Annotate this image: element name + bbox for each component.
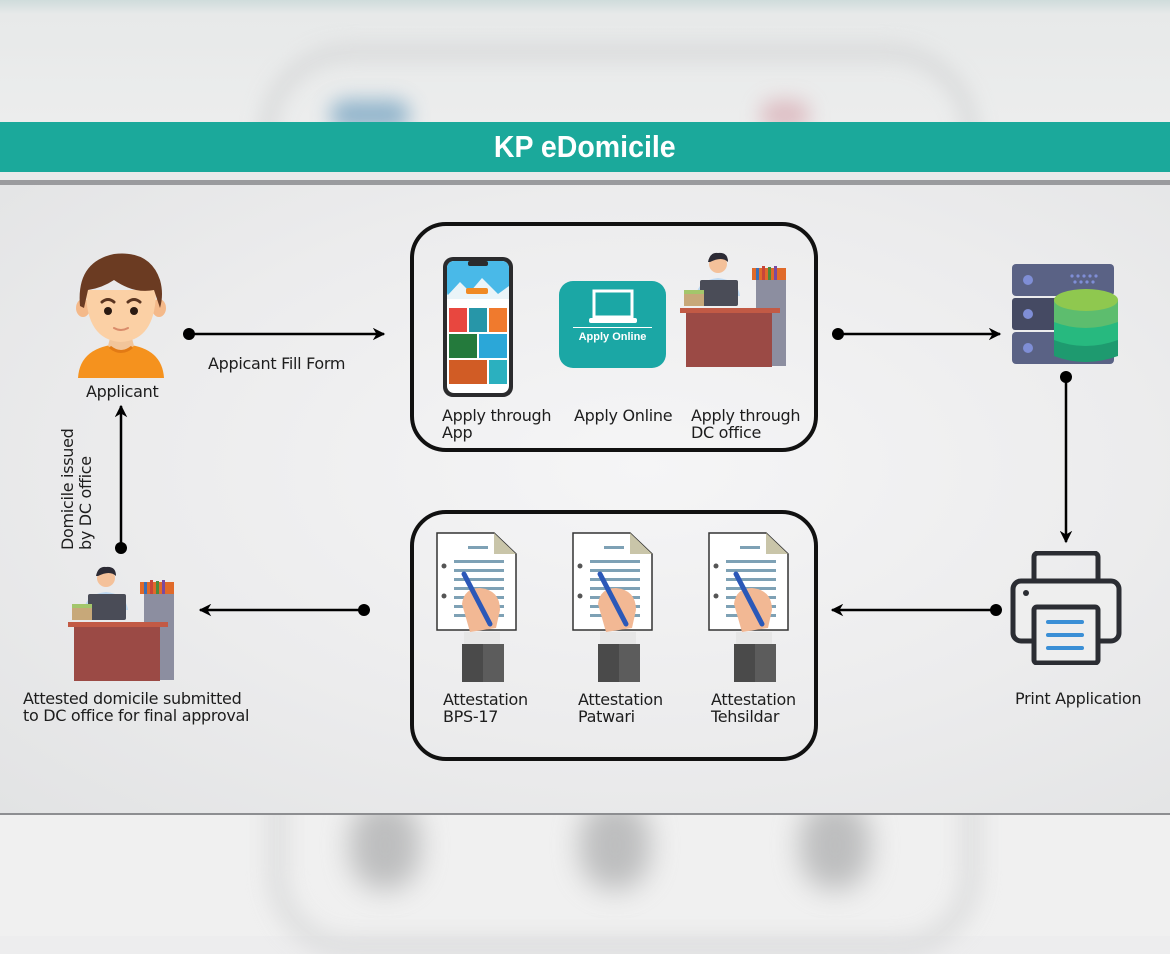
edge-server-to-print (1059, 371, 1073, 544)
office-desk-icon (68, 566, 174, 681)
laptop-icon (589, 289, 637, 323)
document-signing-icon (572, 532, 653, 682)
blurred-shadow (350, 800, 420, 890)
title-divider (0, 180, 1170, 185)
apply-online-tile-text: Apply Online (578, 331, 647, 343)
attestation-patwari-label: Attestation Patwari (578, 690, 663, 726)
page-title: KP eDomicile (494, 129, 676, 164)
edge-print-to-attestation (830, 603, 1002, 617)
document-signing-icon (436, 532, 517, 682)
blurred-background-top (0, 0, 1170, 122)
applicant-label: Applicant (86, 382, 159, 401)
document-signing-icon (708, 532, 789, 682)
title-gap (0, 172, 1170, 180)
apply-options-group (410, 222, 818, 452)
tile-divider (573, 327, 652, 328)
attestation-group (410, 510, 818, 761)
attestation-tehsildar-label: Attestation Tehsildar (711, 690, 796, 726)
edge-apply-to-server (832, 327, 1002, 341)
office-desk-icon (680, 252, 786, 367)
printer-icon (1010, 551, 1122, 665)
print-application-label: Print Application (1015, 689, 1142, 708)
apply-app-label: Apply through App (442, 406, 552, 442)
attestation-bps17-label: Attestation BPS-17 (443, 690, 528, 726)
edge-attestation-to-dc (198, 603, 370, 617)
title-bar: KP eDomicile (0, 122, 1170, 172)
blurred-shadow (800, 800, 870, 890)
mobile-app-icon (443, 257, 513, 397)
server-database-icon (1012, 264, 1118, 364)
edge-label-fill-form: Appicant Fill Form (208, 354, 346, 373)
apply-online-tile: Apply Online (559, 281, 666, 368)
dc-office-label: Attested domicile submitted to DC office… (23, 689, 250, 725)
edge-label-domicile-issued: Domicile issued by DC office (58, 428, 95, 550)
blurred-shadow (580, 800, 650, 890)
person-avatar-icon (76, 253, 166, 378)
apply-online-label: Apply Online (574, 406, 673, 425)
edge-applicant-to-apply (183, 327, 386, 341)
edge-dc-to-applicant (114, 404, 128, 554)
apply-dc-label: Apply through DC office (691, 406, 801, 442)
